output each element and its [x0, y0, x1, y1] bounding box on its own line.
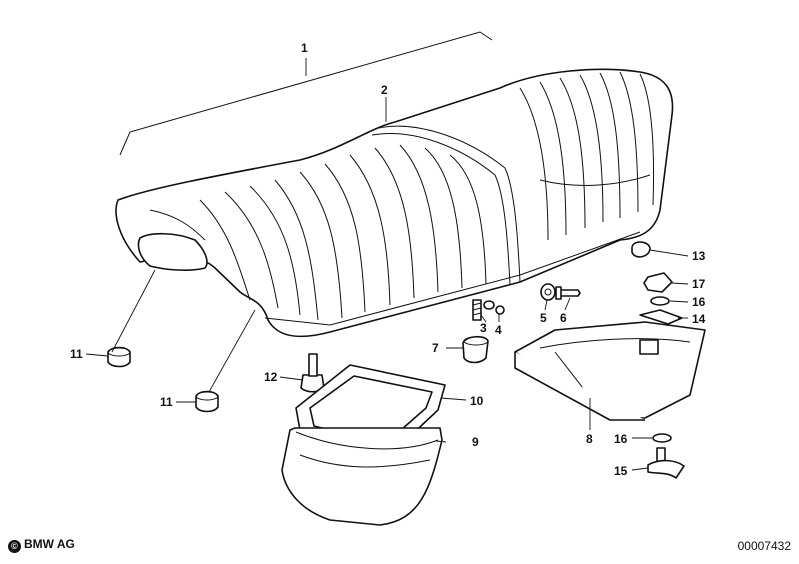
pan-8 — [514, 321, 706, 421]
callout-10: 10 — [470, 394, 484, 408]
callout-11b: 11 — [160, 395, 173, 409]
diagram-number: 00007432 — [737, 539, 791, 553]
callout-16b: 16 — [614, 432, 628, 446]
washer-16b — [652, 433, 672, 443]
seat-trim — [264, 231, 641, 326]
copyright: ©BMW AG — [8, 537, 75, 553]
callout-8: 8 — [586, 432, 593, 446]
seat-divider-inner — [371, 133, 511, 286]
nut-17 — [643, 272, 673, 293]
seat-assembly-bracket — [119, 31, 493, 156]
seat-tail-cavity — [137, 232, 208, 271]
callout-16a: 16 — [692, 295, 706, 309]
callout-12: 12 — [264, 370, 278, 384]
callout-1: 1 — [301, 41, 308, 55]
rear-pleats — [149, 144, 487, 321]
clip-13 — [631, 241, 651, 258]
washer-5 — [540, 283, 556, 301]
washer-4 — [483, 300, 505, 315]
copyright-symbol: © — [8, 540, 21, 553]
callout-13: 13 — [692, 249, 706, 263]
callout-15: 15 — [614, 464, 628, 478]
callout-5: 5 — [540, 311, 547, 325]
callout-7: 7 — [432, 341, 439, 355]
tray-9 — [281, 427, 443, 526]
seat — [115, 68, 674, 338]
rubber-buffer-7 — [462, 335, 489, 364]
copyright-text: BMW AG — [24, 537, 75, 551]
callout-3: 3 — [480, 321, 487, 335]
callout-4: 4 — [495, 323, 502, 337]
bolt-6 — [555, 286, 581, 300]
callout-14: 14 — [692, 312, 706, 326]
washer-16a — [650, 296, 670, 306]
seat-body — [115, 68, 674, 338]
leader-lines — [85, 58, 689, 471]
front-pleats — [519, 71, 655, 241]
callout-17: 17 — [692, 277, 706, 291]
rubber-stop-11a — [107, 346, 131, 368]
callout-2: 2 — [381, 83, 388, 97]
callout-9: 9 — [472, 435, 479, 449]
wing-screw-15 — [647, 447, 685, 479]
rubber-stop-11b — [195, 390, 219, 413]
bolt-3 — [472, 299, 482, 321]
knob-12 — [300, 353, 325, 393]
callout-6: 6 — [560, 311, 567, 325]
seat-divider — [377, 125, 521, 283]
callout-11a: 11 — [70, 347, 83, 361]
